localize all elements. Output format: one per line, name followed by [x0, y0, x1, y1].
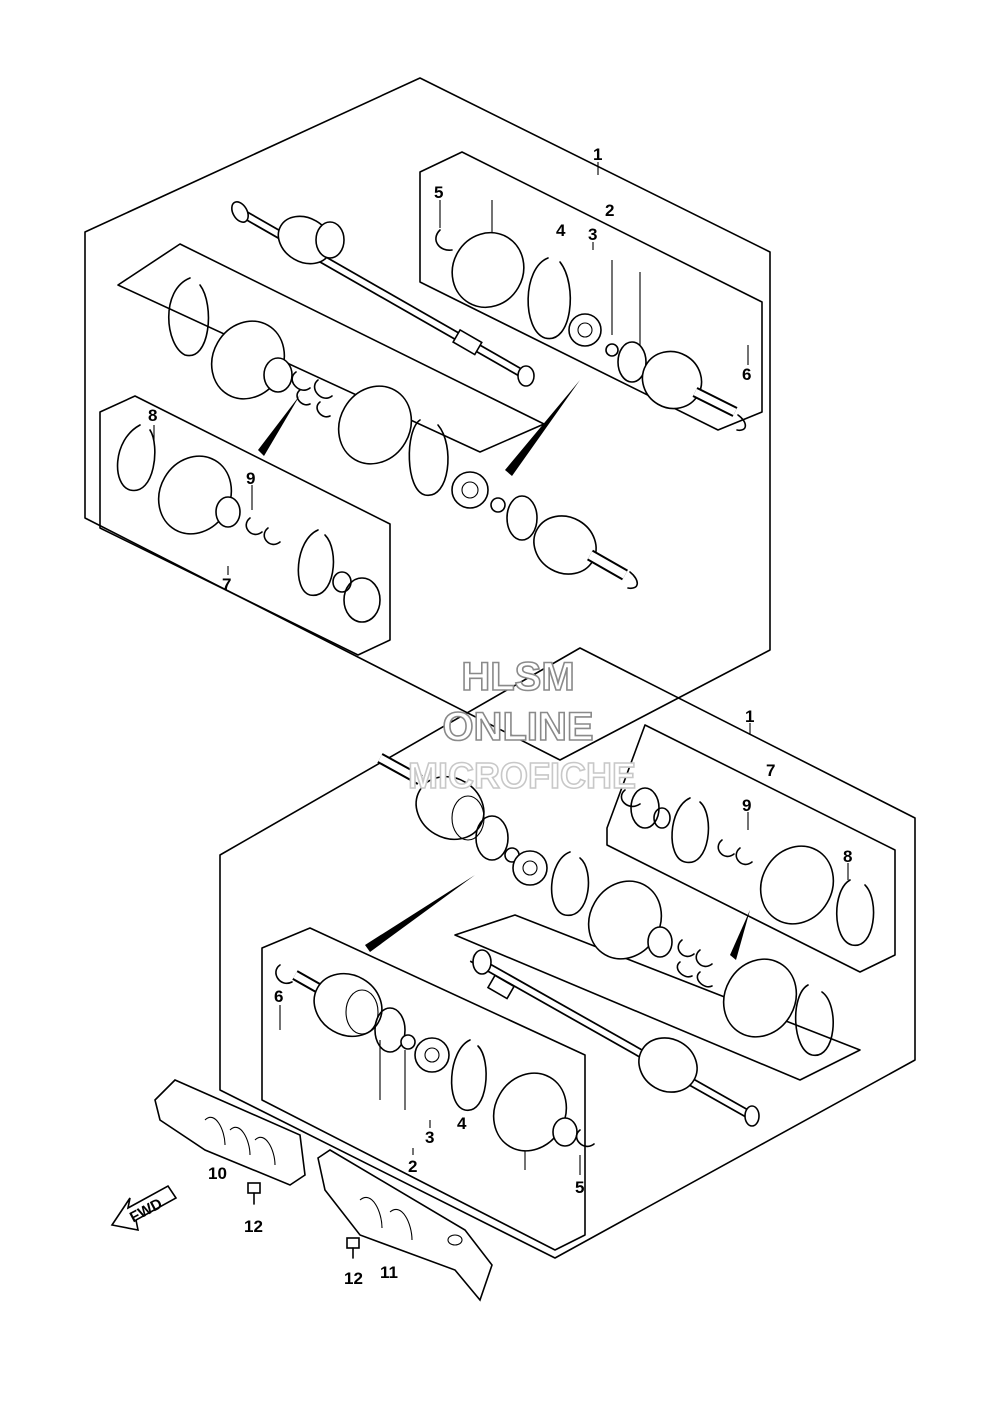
- upper-outer-joint: [451, 380, 639, 590]
- lower-boot-frame: [454, 914, 861, 1081]
- upper-drive-shaft: [231, 201, 535, 387]
- skid-plate-10: [154, 1079, 306, 1186]
- bolt-12-left: [247, 1182, 261, 1205]
- upper-callout-2: 2: [605, 201, 614, 220]
- upper-assembly: 1 2 3 4 5 6 7 8 9: [84, 77, 771, 761]
- lower-callout-3: 3: [425, 1128, 434, 1147]
- lower-callout-10: 10: [208, 1164, 227, 1183]
- lower-callout-12a: 12: [244, 1217, 263, 1236]
- lower-callout-8: 8: [843, 847, 852, 866]
- lower-callout-6: 6: [274, 987, 283, 1006]
- upper-pointer-triangle-b: [258, 395, 300, 456]
- lower-pointer-triangle-a: [365, 875, 475, 952]
- lower-pointer-triangle-b: [730, 910, 750, 960]
- watermark-line-1: HLSM: [461, 655, 574, 699]
- upper-callout-7: 7: [222, 575, 231, 594]
- lower-callout-5: 5: [575, 1178, 584, 1197]
- lower-kit-frame-7: [606, 724, 896, 973]
- upper-callout-8: 8: [148, 406, 157, 425]
- upper-callout-5: 5: [434, 183, 443, 202]
- lower-inner-joint: [365, 753, 834, 1056]
- lower-kit7-parts: [620, 787, 875, 946]
- lower-assembly: FWD 1 7 9 8 6 3 4 2 5 10 12 12 11: [110, 647, 916, 1302]
- lower-callout-12b: 12: [344, 1269, 363, 1288]
- watermark: HLSM ONLINE MICROFICHE: [407, 654, 637, 797]
- lower-kit2-parts: [275, 964, 595, 1152]
- skid-plate-11: [317, 1149, 493, 1302]
- lower-kit-frame-2: [261, 927, 586, 1251]
- lower-callout-1: 1: [745, 707, 754, 726]
- lower-callout-11: 11: [380, 1263, 398, 1282]
- upper-callout-9: 9: [246, 469, 255, 488]
- upper-callout-3: 3: [588, 225, 597, 244]
- upper-kit7-parts: [116, 395, 381, 623]
- upper-kit-frame-7: [99, 395, 391, 656]
- upper-outer-frame: [84, 77, 771, 761]
- upper-kit-parts: [435, 229, 747, 432]
- lower-callout-7: 7: [766, 761, 775, 780]
- upper-callout-4: 4: [556, 221, 566, 240]
- watermark-line-3: MICROFICHE: [408, 755, 636, 796]
- lower-callout-2: 2: [408, 1157, 417, 1176]
- upper-callout-6: 6: [742, 365, 751, 384]
- lower-callout-9: 9: [742, 796, 751, 815]
- upper-boot-row: [168, 277, 449, 496]
- upper-pointer-triangle-a: [505, 380, 580, 476]
- upper-callout-1: 1: [593, 145, 602, 164]
- lower-drive-shaft: [469, 949, 760, 1127]
- lower-outer-frame: [219, 647, 916, 1259]
- bolt-12-right: [346, 1237, 360, 1259]
- fwd-arrow-icon: FWD: [110, 1184, 178, 1232]
- lower-callout-4: 4: [457, 1114, 467, 1133]
- watermark-line-2: ONLINE: [442, 705, 593, 749]
- upper-kit-frame-2: [419, 151, 763, 431]
